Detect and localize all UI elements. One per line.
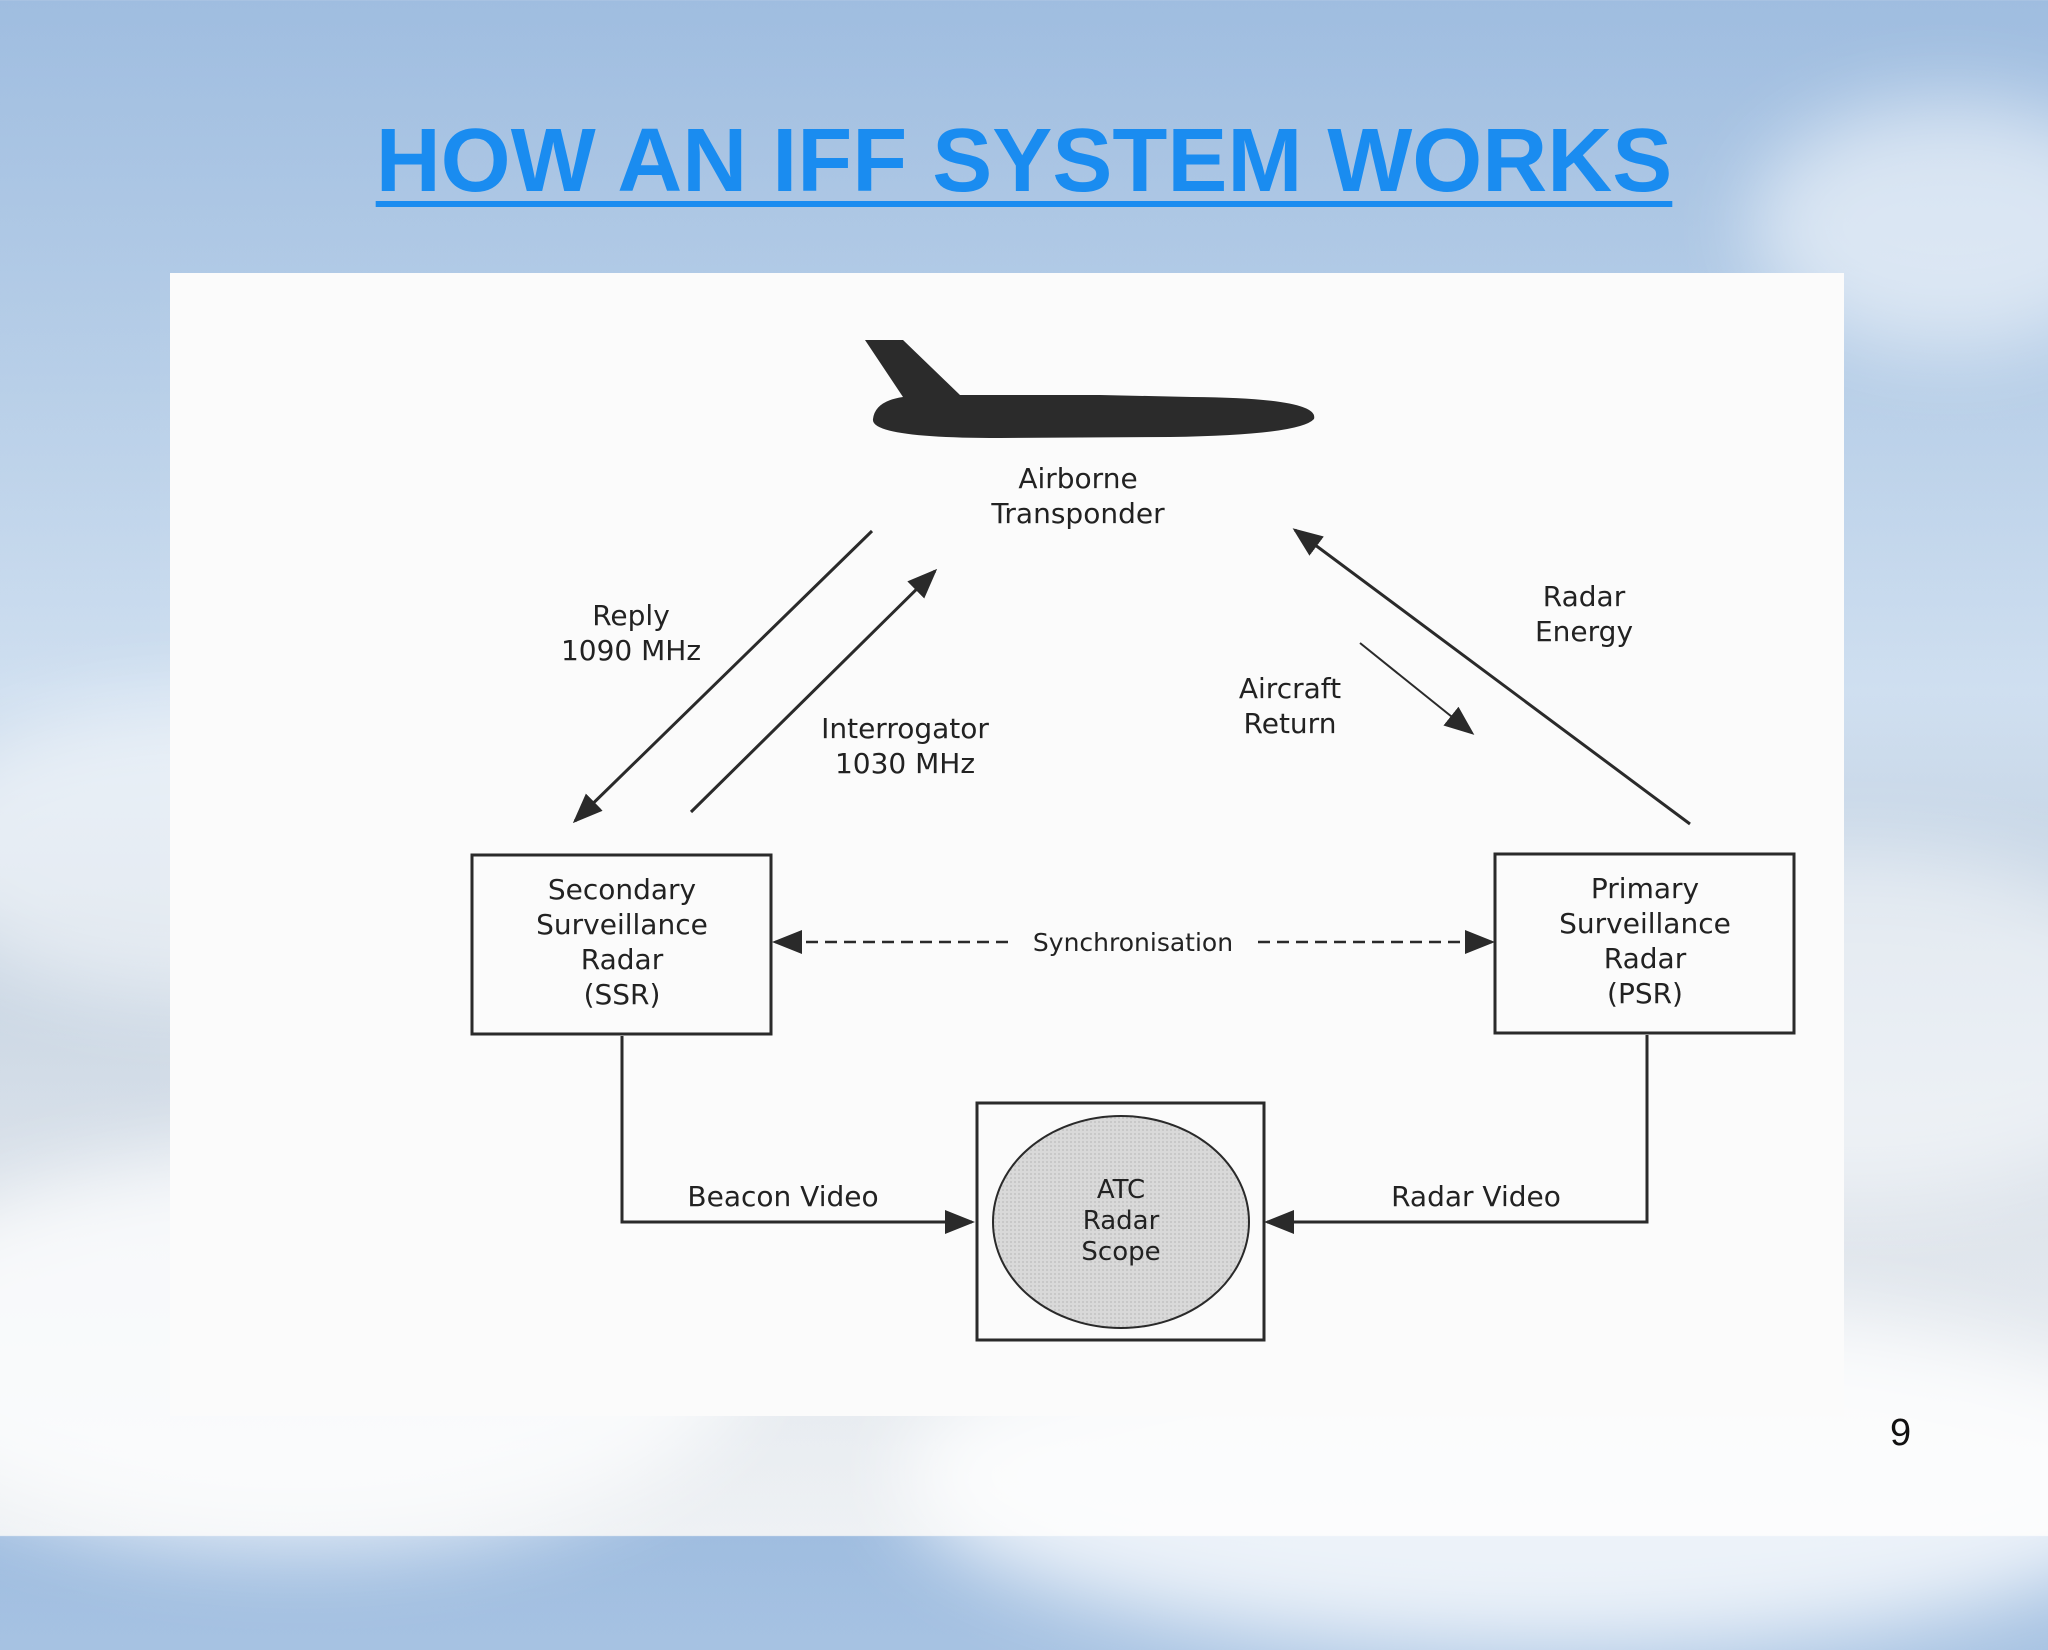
scope-label-line1: ATC (1097, 1175, 1145, 1205)
reply-arrow (572, 529, 874, 824)
reply-label-line1: Reply (592, 599, 670, 632)
radar-energy-label-line2: Energy (1535, 615, 1633, 648)
psr-label-line1: Primary (1591, 872, 1699, 905)
transponder-label-line1: Airborne (1018, 462, 1137, 495)
page-number: 9 (1890, 1412, 1912, 1454)
radar-video-line (1264, 1035, 1649, 1234)
scope-label-line3: Scope (1081, 1237, 1160, 1267)
slide-title: HOW AN IFF SYSTEM WORKS (375, 111, 1673, 211)
iff-diagram: Airborne Transponder Reply 1090 MHz Inte… (170, 273, 1844, 1416)
ssr-label-line1: Secondary (548, 873, 696, 906)
ssr-label-line3: Radar (581, 943, 664, 976)
aircraft-icon (865, 340, 1315, 438)
aircraft-return-label-line2: Return (1244, 707, 1337, 740)
ssr-label-line2: Surveillance (536, 908, 708, 941)
radar-energy-label-line1: Radar (1543, 580, 1626, 613)
reply-label-line2: 1090 MHz (561, 634, 701, 667)
radar-scope-icon (992, 1115, 1250, 1329)
scope-label-line2: Radar (1083, 1206, 1160, 1236)
psr-label-line2: Surveillance (1559, 907, 1731, 940)
aircraft-return-label-line1: Aircraft (1239, 672, 1341, 705)
interrogator-arrow (689, 568, 938, 814)
beacon-video-label: Beacon Video (687, 1180, 878, 1213)
interrogator-label-line2: 1030 MHz (835, 747, 975, 780)
radar-video-label: Radar Video (1391, 1180, 1561, 1213)
transponder-label-line2: Transponder (990, 497, 1165, 530)
psr-label-line4: (PSR) (1607, 977, 1683, 1010)
ssr-label-line4: (SSR) (584, 978, 661, 1011)
psr-label-line3: Radar (1604, 942, 1687, 975)
beacon-video-line (620, 1036, 975, 1234)
synchronisation-label: Synchronisation (1033, 928, 1233, 957)
interrogator-label-line1: Interrogator (821, 712, 989, 745)
ssr-box (470, 853, 773, 1036)
aircraft-return-arrow (1359, 642, 1475, 735)
psr-box (1493, 852, 1796, 1035)
radar-energy-arrow (1292, 528, 1691, 826)
